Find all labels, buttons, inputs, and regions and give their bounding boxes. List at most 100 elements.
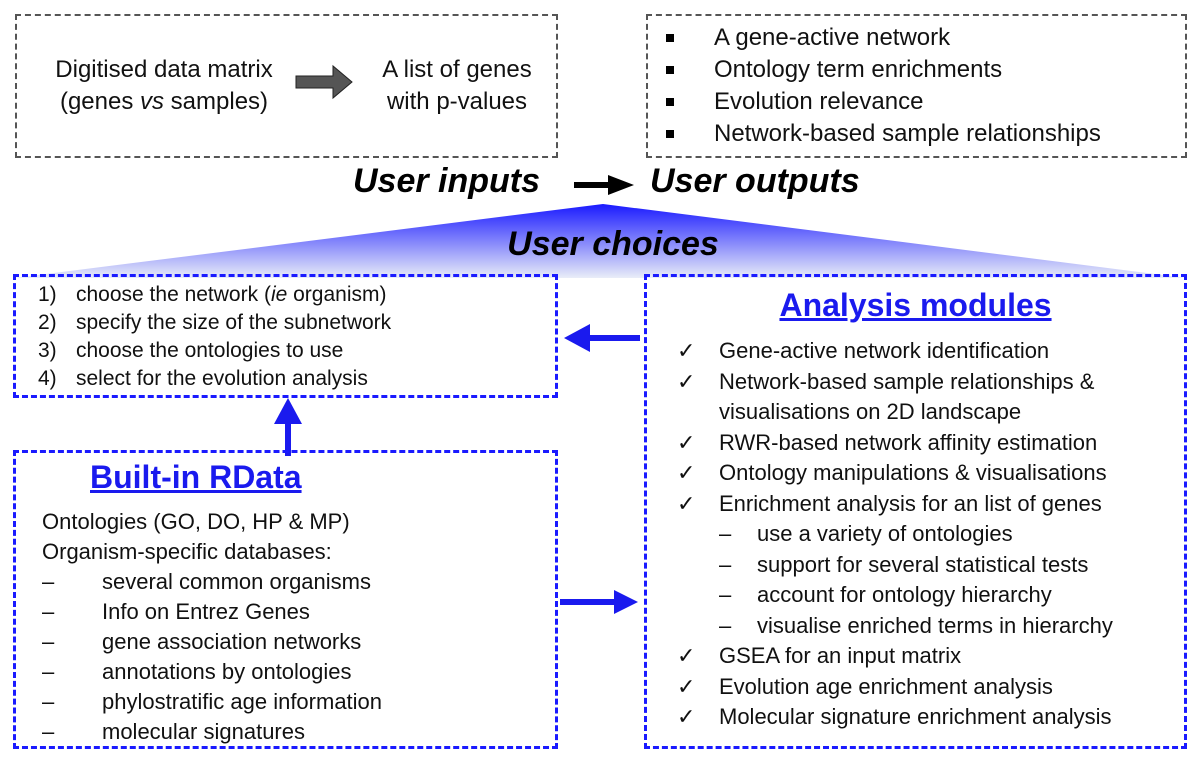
rdata-to-choices-arrow [274,398,302,456]
dash-bullet: – [42,629,55,654]
checkmark-icon: ✓ [677,368,696,394]
genes-line-1: A list of genes [382,56,532,83]
rdata-organism-line: Organism-specific databases: [42,539,332,564]
dash-bullet: – [42,659,55,684]
choice-number: 1) [38,283,57,306]
module-item: –account for ontology hierarchy [677,580,1113,611]
choice-number: 2) [38,311,57,334]
module-item: ✓ Network-based sample relationships & [677,367,1113,398]
rdata-item: –Info on Entrez Genes [42,597,382,627]
checkmark-icon: ✓ [677,460,696,485]
choice-text-post: organism) [287,283,387,306]
choice-item: 2) specify the size of the subnetwork [38,309,391,337]
analysis-modules-box: Analysis modules ✓ Gene-active network id… [644,274,1187,749]
choice-item: 3)choose the ontologies to use [38,337,391,365]
choices-list: 1) choose the network (ie organism) 2) spec… [38,281,391,393]
checkmark-icon: ✓ [677,704,696,729]
output-item: A gene-active network [648,22,1101,54]
module-item-label: RWR-based network affinity estimation [719,429,1098,455]
rdata-title[interactable]: Built-in RData [90,459,302,495]
rdata-item: –several common organisms [42,567,382,597]
output-item-label: A gene-active network [714,24,951,51]
matrix-line-2: (genes vs samples) [29,86,299,118]
module-item-label: Enrichment analysis for an list of genes [719,490,1102,516]
data-matrix-text: Digitised data matrix (genes vs samples) [29,54,299,118]
dash-bullet: – [719,551,732,577]
output-item: Evolution relevance [648,86,1101,118]
module-item-label: visualisations on 2D landscape [719,399,1022,424]
checkmark-icon: ✓ [677,490,696,516]
module-item-label: visualise enriched terms in hierarchy [757,612,1113,638]
choice-item: 4) select for the evolution analysis [38,365,391,393]
rdata-list: –several common organisms–Info on Entrez… [42,567,382,747]
modules-title[interactable]: Analysis modules [779,287,1052,323]
dash-bullet: – [42,689,55,714]
choice-text-emphasis: ie [270,283,288,306]
user-choices-banner [14,204,1186,278]
modules-list: ✓ Gene-active network identification ✓ Netw… [677,336,1113,733]
user-choices-box: 1) choose the network (ie organism) 2) spec… [13,274,558,398]
modules-to-choices-arrow [564,324,640,352]
matrix-line-2-pre: (genes [59,88,141,115]
module-item-label: GSEA for an input matrix [719,643,962,668]
genes-line-2: with p-values [386,88,528,115]
output-item-label: Evolution relevance [714,88,924,115]
dash-bullet: – [719,582,732,607]
rdata-item-label: gene association networks [102,629,362,654]
rdata-item-label: molecular signatures [102,719,305,744]
checkmark-icon: ✓ [677,643,696,668]
module-item: –visualise enriched terms in hierarchy [677,611,1113,642]
dash-bullet: – [42,719,55,744]
bullet-square-icon [666,98,674,106]
bullet-square-icon [666,34,674,42]
module-item: –use a variety of ontologies [677,519,1113,550]
module-item-label: Network-based sample relationships & [719,368,1095,394]
module-item-label: Ontology manipulations & visualisations [719,460,1107,485]
module-item: –support for several statistical tests [677,550,1113,581]
module-item-label: Gene-active network identification [719,338,1050,363]
user-inputs-label: User inputs [353,162,541,200]
bullet-square-icon [666,66,674,74]
checkmark-icon: ✓ [677,338,696,363]
user-outputs-label: User outputs [650,162,860,200]
choice-text: specify the size of the subnetwork [76,311,392,334]
choice-text: select for the evolution analysis [76,367,368,390]
module-item-label: support for several statistical tests [757,551,1089,577]
dash-bullet: – [719,612,732,638]
choice-item: 1) choose the network (ie organism) [38,281,391,309]
module-item: visualisations on 2D landscape [677,397,1113,428]
choice-number: 3) [38,339,57,362]
module-item: ✓ Enrichment analysis for an list of gene… [677,489,1113,520]
rdata-item: – gene association networks [42,627,382,657]
gene-list-text: A list of genes with p-values [357,54,557,118]
bullet-square-icon [666,130,674,138]
module-item: ✓ GSEA for an input matrix [677,641,1113,672]
rdata-box: Built-in RData Ontologies (GO, DO, HP & … [13,450,558,749]
output-item-label: Network-based sample relationships [714,120,1101,147]
module-item: ✓ Evolution age enrichment analysis [677,672,1113,703]
module-item: ✓RWR-based network affinity estimation [677,428,1113,459]
user-choices-label: User choices [507,225,719,263]
module-item-label: use a variety of ontologies [757,521,1013,546]
module-item-label: Evolution age enrichment analysis [719,673,1053,699]
rdata-item-label: phylostratific age information [102,689,383,714]
matrix-line-2-em: vs [140,88,165,115]
dash-bullet: – [719,521,732,546]
rdata-ontologies-line: Ontologies (GO, DO, HP & MP) [42,509,350,534]
matrix-line-2-post: samples) [164,88,269,115]
rdata-body: Ontologies (GO, DO, HP & MP) Organism-sp… [42,507,382,747]
matrix-line-1: Digitised data matrix [55,56,273,83]
checkmark-icon: ✓ [677,673,696,699]
rdata-item-label: Info on Entrez Genes [102,599,310,624]
output-item-label: Ontology term enrichments [714,56,1003,83]
rdata-item-label: several common organisms [102,569,371,594]
choice-text: choose the network ( [76,283,271,306]
rdata-item: – phylostratific age information [42,687,382,717]
output-item: Ontology term enrichments [648,54,1101,86]
module-item-label: Molecular signature enrichment analysis [719,704,1112,729]
choice-number: 4) [38,367,57,390]
rdata-item: – molecular signatures [42,717,382,747]
